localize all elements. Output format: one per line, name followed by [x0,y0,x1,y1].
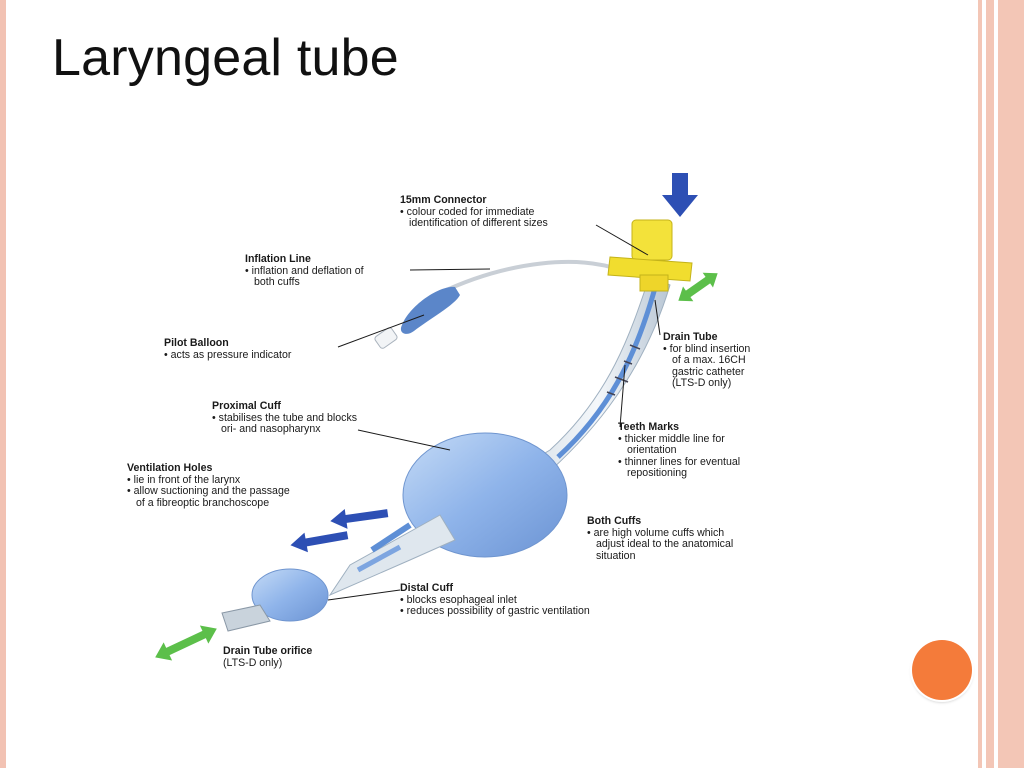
ventilation-hole [370,522,412,553]
distal-cuff-callout: Distal Cuff • blocks esophageal inlet • … [400,582,590,617]
proximal-cuff-callout: Proximal Cuff • stabilises the tube and … [212,400,358,435]
ventilation-hole [356,544,402,573]
slide-accent-circle [912,640,972,700]
teeth-marks-callout: Teeth Marks • thicker middle line for or… [618,421,741,479]
pilot-balloon [400,286,460,334]
connector-callout: 15mm Connector • colour coded for immedi… [400,194,548,229]
airflow-arrow-icon [662,173,698,217]
inflation-line-callout: Inflation Line • inflation and deflation… [245,253,364,288]
slide-border-left [0,0,6,768]
drain-tube-orifice [221,604,271,632]
ventilation-holes-callout: Ventilation Holes • lie in front of the … [127,462,290,509]
ventilation-holes [328,514,456,597]
tube-illustration [155,173,718,661]
both-cuffs-callout: Both Cuffs • are high volume cuffs which… [587,515,734,562]
distal-cuff [251,568,329,622]
ventilation-arrow-icon [290,531,349,553]
ventilation-arrow-icon [330,509,389,529]
decorative-stripe [978,0,982,768]
leader-lines [327,224,661,601]
drain-tube-callout: Drain Tube • for blind insertion of a ma… [663,331,751,389]
inflation-line [439,259,621,295]
connector-15mm [607,219,693,292]
teeth-marks [606,344,641,396]
orifice-double-arrow-icon [155,625,217,661]
drain-tube-stripe [556,276,661,459]
drain-double-arrow-icon [678,272,718,302]
laryngeal-tube-diagram: 15mm Connector • colour coded for immedi… [110,165,810,685]
decorative-stripe [998,0,1024,768]
decorative-stripe [986,0,994,768]
slide-title: Laryngeal tube [52,29,399,87]
pilot-balloon-callout: Pilot Balloon • acts as pressure indicat… [164,337,292,361]
pilot-valve [374,327,398,349]
drain-orifice-callout: Drain Tube orifice (LTS-D only) [223,645,313,669]
